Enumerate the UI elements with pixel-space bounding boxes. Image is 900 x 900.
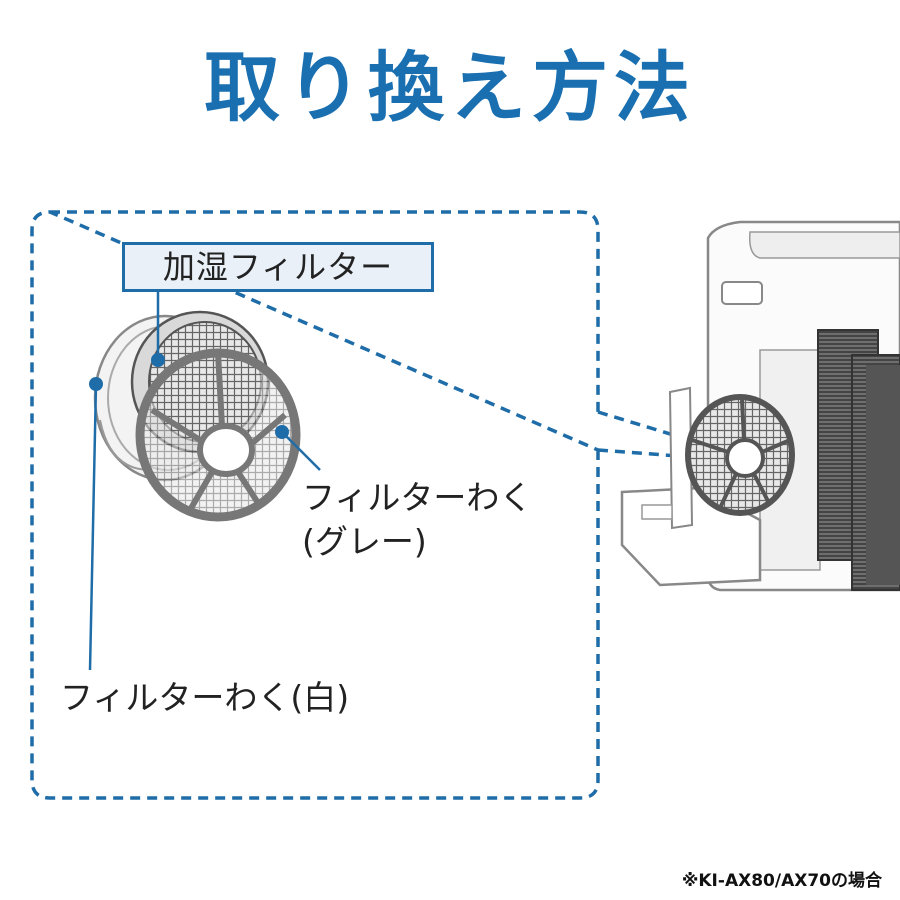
filter-frame-gray (135, 348, 301, 522)
humidifier-filter-label: 加湿フィルター (122, 242, 434, 292)
model-footnote: ※KI-AX80/AX70の場合 (681, 871, 882, 891)
gray-frame-label: フィルターわく (302, 478, 533, 517)
gray-frame-color-label: (グレー) (302, 522, 427, 561)
air-purifier-unit (620, 220, 900, 592)
callout-box (30, 210, 600, 800)
white-frame-label: フィルターわく(白) (60, 678, 350, 717)
page-title: 取り換え方法 (204, 43, 696, 132)
